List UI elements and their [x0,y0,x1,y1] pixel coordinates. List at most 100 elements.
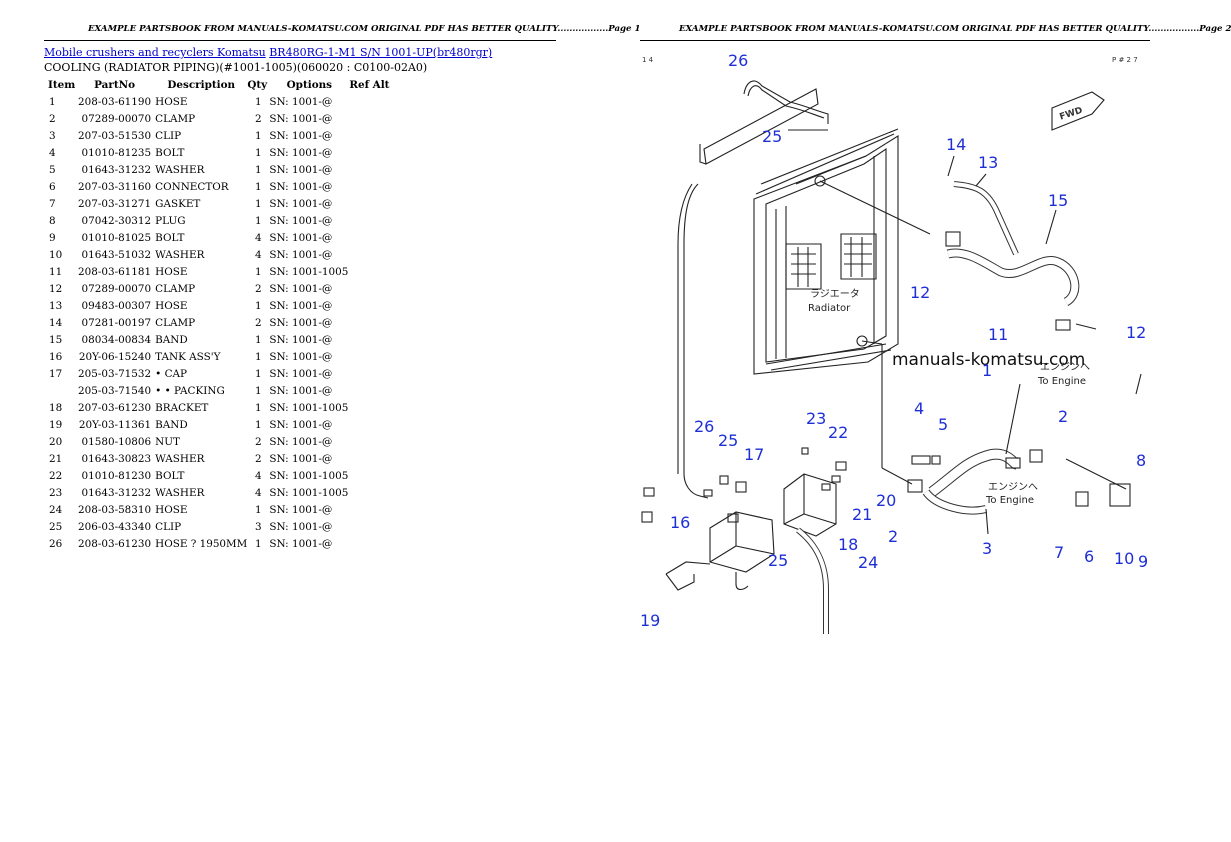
cell-item: 16 [49,350,63,363]
cell-ref-alt [349,144,389,161]
callout-number: 9 [1138,552,1148,571]
cell-description: CLAMP [155,316,196,329]
cell-item: 7 [49,197,56,210]
callout-number: 16 [670,513,690,532]
cell-ref-alt [349,399,389,416]
cell-partno: 01643-31232 [81,486,152,499]
cell-item: 4 [49,146,56,159]
callout-number: 10 [1114,549,1134,568]
table-header-row: Item PartNo Description Qty Options Ref … [44,76,389,93]
cell-ref-alt [349,280,389,297]
cell-qty: 2 [255,435,262,448]
cell-options: SN: 1001-@ [269,214,333,227]
breadcrumb-category-link[interactable]: Mobile crushers and recyclers Komatsu [44,46,266,59]
cell-description: TANK ASS'Y [155,350,221,363]
page-header-2: EXAMPLE PARTSBOOK FROM MANUALS-KOMATSU.C… [679,24,1231,34]
cell-item: 18 [49,401,63,414]
cell-ref-alt [349,331,389,348]
cell-partno: 207-03-31271 [78,197,152,210]
cell-partno: 206-03-43340 [78,520,152,533]
cell-options: SN: 1001-1005 [269,265,349,278]
callout-number: 12 [1126,323,1146,342]
cell-qty: 1 [255,333,262,346]
header-rule-1 [44,40,556,41]
cell-item: 17 [49,367,63,380]
cell-ref-alt [349,93,389,110]
cell-qty: 4 [255,469,262,482]
cell-description: BAND [155,333,188,346]
cell-qty: 1 [255,180,262,193]
cell-item: 13 [49,299,63,312]
cell-options: SN: 1001-@ [269,384,333,397]
callout-number: 15 [1048,191,1068,210]
cell-options: SN: 1001-@ [269,163,333,176]
cell-description: BOLT [155,146,185,159]
cell-item: 3 [49,129,56,142]
cell-qty: 1 [255,350,262,363]
cell-qty: 3 [255,520,262,533]
cell-ref-alt [349,467,389,484]
cell-item: 19 [49,418,63,431]
cell-partno: 07289-00070 [81,112,152,125]
cell-ref-alt [349,382,389,399]
cell-qty: 4 [255,248,262,261]
cell-partno: 208-03-58310 [78,503,152,516]
cell-ref-alt [349,229,389,246]
cell-partno: 07042-30312 [81,214,152,227]
cell-ref-alt [349,178,389,195]
engine-en-label-1: To Engine [1037,376,1086,387]
breadcrumb-model-link[interactable]: BR480RG-1-M1 S/N 1001-UP(br480rgr) [269,46,493,59]
cell-qty: 4 [255,231,262,244]
cell-description: HOSE ? 1950MM [155,537,248,550]
callout-number: 5 [938,415,948,434]
cell-qty: 1 [255,146,262,159]
cell-options: SN: 1001-@ [269,95,333,108]
cell-qty: 1 [255,503,262,516]
cell-description: CLAMP [155,112,196,125]
cell-qty: 1 [255,214,262,227]
cell-qty: 1 [255,163,262,176]
bracket-18 [783,473,837,537]
engine-en-label-2: To Engine [985,495,1034,506]
cell-item: 2 [49,112,56,125]
cell-description: WASHER [155,163,205,176]
cell-description: CLIP [155,520,182,533]
cell-partno: 01010-81230 [81,469,152,482]
cell-partno: 208-03-61190 [78,95,152,108]
cell-qty: 1 [255,401,262,414]
cell-qty: 1 [255,197,262,210]
callout-number: 12 [910,283,930,302]
cell-item: 9 [49,231,56,244]
cell-ref-alt [349,263,389,280]
column-header-qty: Qty [247,78,268,91]
cell-partno: 07281-00197 [81,316,152,329]
column-header-ref-alt: Ref Alt [349,78,390,91]
cell-options: SN: 1001-@ [269,418,333,431]
cell-options: SN: 1001-@ [269,197,333,210]
callout-number: 2 [888,527,898,546]
cell-description: BRACKET [155,401,209,414]
cell-options: SN: 1001-@ [269,146,333,159]
engine-jp-label-2: エンジンへ [988,482,1038,493]
cell-partno: 08034-00834 [81,333,152,346]
cell-options: SN: 1001-@ [269,503,333,516]
callout-number: 19 [640,611,660,630]
radiator-en-label: Radiator [808,303,851,314]
cell-description: HOSE [155,299,188,312]
cell-partno: 01643-51032 [81,248,152,261]
cell-partno: 208-03-61230 [78,537,152,550]
callout-number: 4 [914,399,924,418]
cell-ref-alt [349,110,389,127]
